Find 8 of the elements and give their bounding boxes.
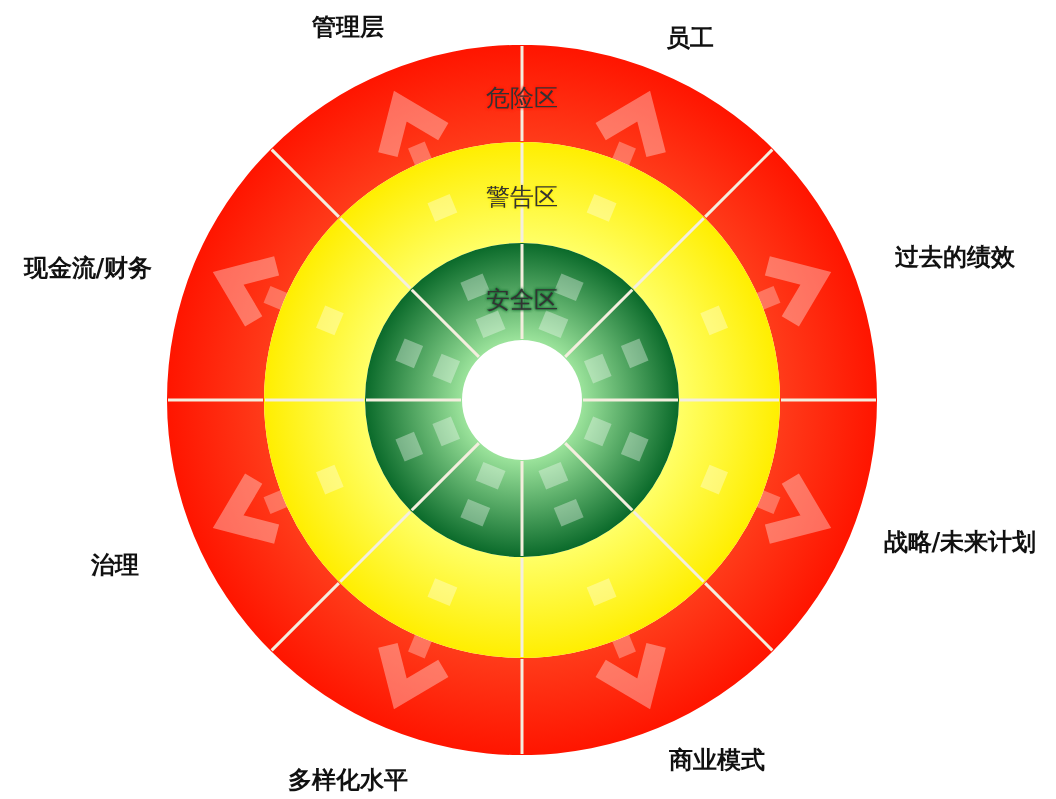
segment-label: 员工 (666, 23, 714, 54)
segment-label: 过去的绩效 (895, 242, 1015, 273)
segment-label: 现金流/财务 (23, 253, 153, 284)
segment-label: 多样化水平 (288, 765, 408, 796)
segment-label: 商业模式 (669, 745, 765, 776)
segment-label: 管理层 (312, 12, 384, 43)
segment-label: 战略/未来计划 (883, 527, 1037, 558)
segment-label: 治理 (91, 550, 139, 581)
